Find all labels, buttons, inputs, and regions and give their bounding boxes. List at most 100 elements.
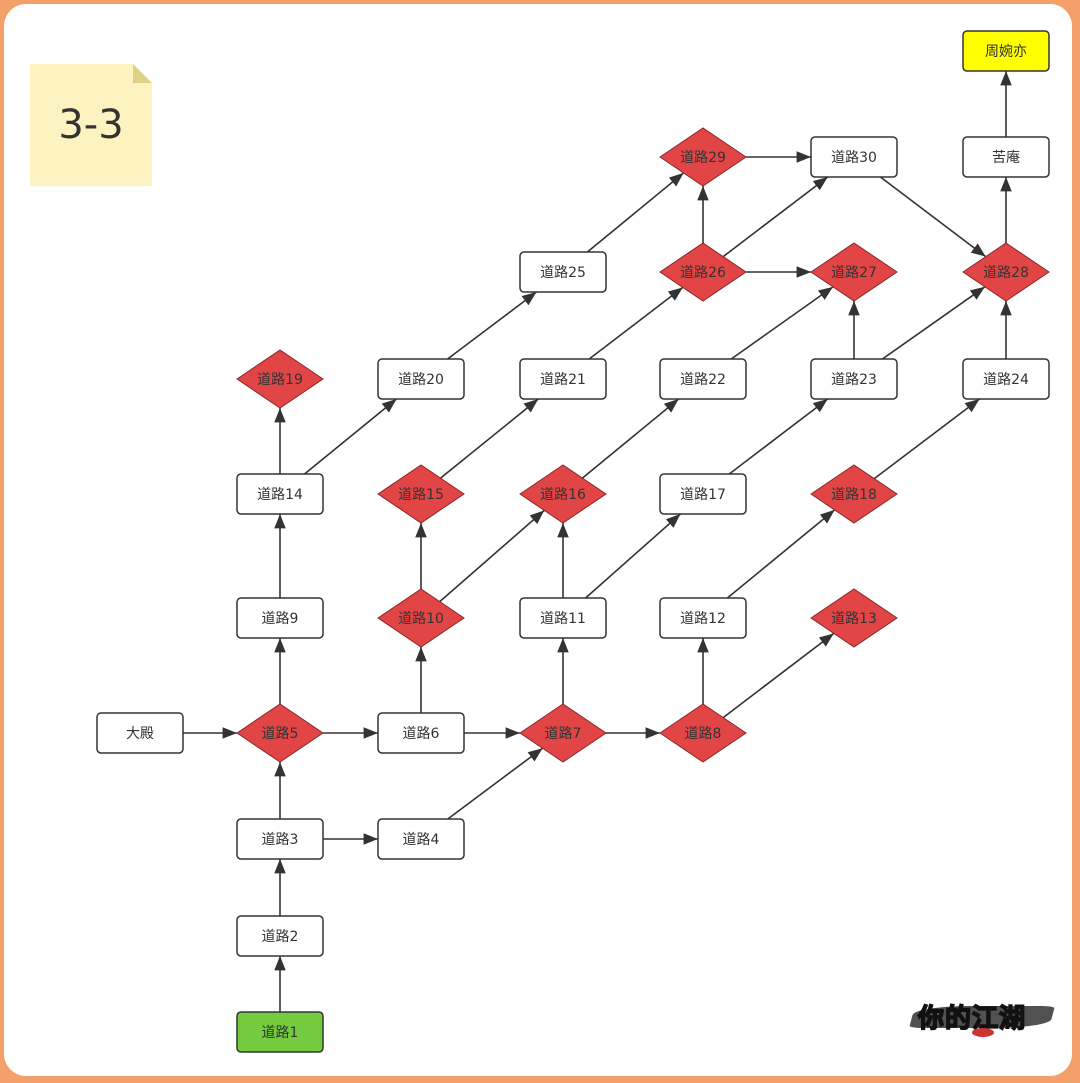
node-label: 道路24 [983,372,1029,388]
box-shape [377,358,465,400]
node-label: 道路1 [262,1025,299,1041]
node-label: 道路27 [831,265,877,281]
box-shape [810,358,898,400]
edge-r4-r7 [447,747,544,820]
node-label: 道路3 [262,832,299,848]
node-label: 道路30 [831,150,877,166]
edge-r17-r23 [728,398,829,475]
node-r10[interactable]: 道路10 [377,588,465,648]
node-r1[interactable]: 道路1 [236,1011,324,1053]
node-r17[interactable]: 道路17 [659,473,747,515]
box-shape [519,597,607,639]
node-label: 道路23 [831,372,877,388]
node-r30[interactable]: 道路30 [810,136,898,178]
box-shape [377,712,465,754]
diamond-shape [377,588,465,648]
edge-r11-r17 [585,513,681,599]
node-label: 道路10 [398,611,444,627]
node-r29[interactable]: 道路29 [659,127,747,187]
node-label: 大殿 [126,726,154,742]
node-r18[interactable]: 道路18 [810,464,898,524]
node-label: 道路12 [680,611,726,627]
box-shape [962,358,1050,400]
node-label: 道路25 [540,265,586,281]
edge-r14-r20 [304,398,397,475]
edge-r30-r28 [879,176,987,258]
edge-r26-r30 [722,176,829,258]
node-r9[interactable]: 道路9 [236,597,324,639]
diagram-canvas [4,4,1072,1076]
node-r11[interactable]: 道路11 [519,597,607,639]
edge-r23-r28 [881,286,986,360]
box-shape [810,136,898,178]
node-label: 道路15 [398,487,444,503]
diamond-shape [377,464,465,524]
diamond-shape [810,464,898,524]
node-r25[interactable]: 道路25 [519,251,607,293]
node-r22[interactable]: 道路22 [659,358,747,400]
box-shape [236,473,324,515]
node-r26[interactable]: 道路26 [659,242,747,302]
diamond-shape [810,588,898,648]
box-shape [236,915,324,957]
diamond-shape [810,242,898,302]
node-r4[interactable]: 道路4 [377,818,465,860]
node-r12[interactable]: 道路12 [659,597,747,639]
node-dadian[interactable]: 大殿 [96,712,184,754]
box-shape [962,136,1050,178]
edge-r22-r27 [730,286,834,360]
node-r7[interactable]: 道路7 [519,703,607,763]
node-label: 道路5 [262,726,299,742]
node-r6[interactable]: 道路6 [377,712,465,754]
box-shape [962,30,1050,72]
edge-r12-r18 [726,509,836,599]
node-label: 道路14 [257,487,303,503]
box-shape [659,473,747,515]
node-r28[interactable]: 道路28 [962,242,1050,302]
node-label: 道路19 [257,372,303,388]
edge-r10-r16 [439,509,545,603]
node-r23[interactable]: 道路23 [810,358,898,400]
box-shape [377,818,465,860]
node-r3[interactable]: 道路3 [236,818,324,860]
node-r19[interactable]: 道路19 [236,349,324,409]
node-r15[interactable]: 道路15 [377,464,465,524]
edge-r16-r22 [581,398,680,479]
node-r24[interactable]: 道路24 [962,358,1050,400]
diamond-shape [962,242,1050,302]
diamond-shape [236,703,324,763]
node-label: 道路20 [398,372,444,388]
box-shape [96,712,184,754]
node-label: 道路6 [403,726,440,742]
node-label: 道路28 [983,265,1029,281]
node-r13[interactable]: 道路13 [810,588,898,648]
node-r5[interactable]: 道路5 [236,703,324,763]
diamond-shape [236,349,324,409]
diamond-shape [659,703,747,763]
node-r27[interactable]: 道路27 [810,242,898,302]
edge-r20-r25 [447,291,537,360]
edge-r15-r21 [440,398,539,479]
node-kuan[interactable]: 苦庵 [962,136,1050,178]
diamond-shape [519,464,607,524]
node-label: 道路8 [685,726,722,742]
diamond-shape [659,127,747,187]
node-r14[interactable]: 道路14 [236,473,324,515]
box-shape [659,358,747,400]
edge-r25-r29 [586,172,685,253]
node-r20[interactable]: 道路20 [377,358,465,400]
node-label: 道路4 [403,832,440,848]
node-zhou[interactable]: 周婉亦 [962,30,1050,72]
game-logo: 你的江湖 [909,998,1055,1038]
logo-seal [972,1028,994,1037]
node-r8[interactable]: 道路8 [659,703,747,763]
node-r16[interactable]: 道路16 [519,464,607,524]
sticky-note [30,64,152,186]
node-label: 道路17 [680,487,726,503]
logo-text: 你的江湖 [917,1003,1027,1035]
node-r2[interactable]: 道路2 [236,915,324,957]
node-label: 道路11 [540,611,586,627]
node-r21[interactable]: 道路21 [519,358,607,400]
